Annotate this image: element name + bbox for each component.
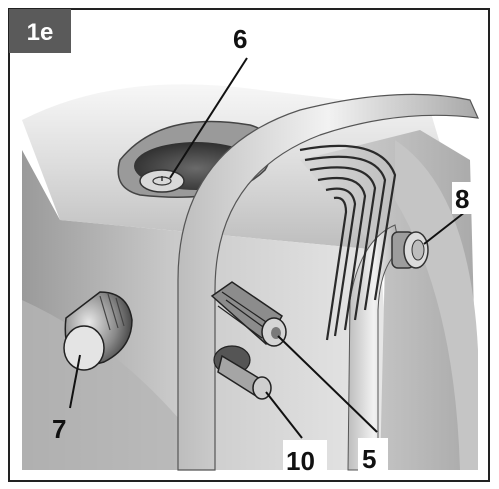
callout-8: 8 xyxy=(455,184,469,214)
figure-frame xyxy=(8,8,490,482)
callout-5-bg xyxy=(358,438,388,474)
fitting-10 xyxy=(213,345,272,400)
callout-6-bg xyxy=(230,22,264,54)
callout-8-bg xyxy=(452,182,482,214)
callout-7: 7 xyxy=(52,414,66,444)
callout-10-bg xyxy=(283,440,327,476)
leader-8 xyxy=(423,211,466,245)
figure-badge xyxy=(9,9,71,53)
hex-key-set xyxy=(299,144,397,341)
control-knob-7 xyxy=(63,291,133,371)
connector-8 xyxy=(391,231,429,269)
leader-7 xyxy=(69,354,81,409)
leader-5 xyxy=(277,335,378,433)
housing-shadow xyxy=(22,300,180,470)
side-panel-edge xyxy=(395,140,478,470)
figure-label: 1e xyxy=(27,19,54,46)
callout-5: 5 xyxy=(362,444,376,474)
callout-6: 6 xyxy=(233,24,247,54)
leader-10 xyxy=(265,391,303,439)
callout-10: 10 xyxy=(286,446,315,476)
leader-lines xyxy=(69,57,466,439)
leader-6 xyxy=(169,57,248,179)
carry-handle xyxy=(177,93,479,471)
